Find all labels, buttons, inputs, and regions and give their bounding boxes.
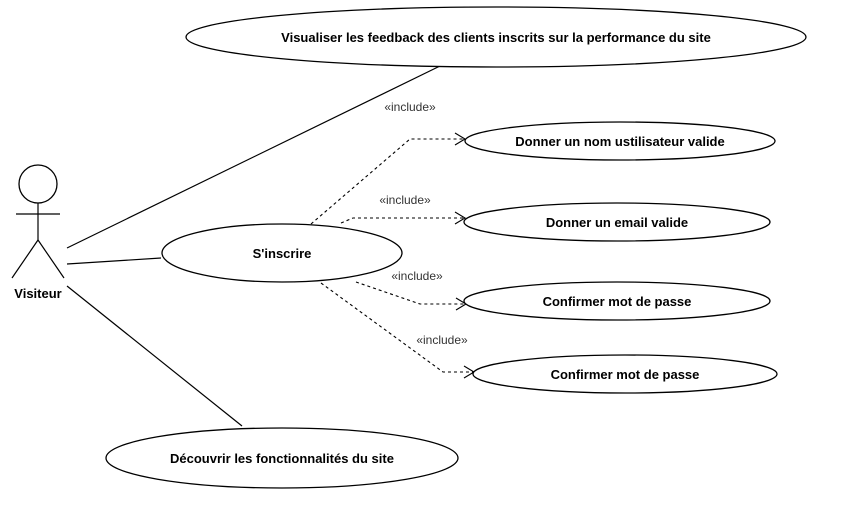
include-mot-de-passe-1: [355, 281, 468, 311]
use-case-mot-de-passe-1[interactable]: Confirmer mot de passe: [463, 281, 771, 321]
include-label-2: «include»: [379, 193, 431, 207]
association-inscrire: [66, 257, 162, 265]
use-case-mot-de-passe-2[interactable]: Confirmer mot de passe: [472, 354, 778, 394]
include-mot-de-passe-2: [320, 282, 476, 379]
actor-visiteur[interactable]: Visiteur: [11, 164, 65, 301]
use-case-nom-utilisateur[interactable]: Donner un nom ustilisateur valide: [464, 121, 776, 161]
use-case-visualiser[interactable]: Visualiser les feedback des clients insc…: [185, 6, 807, 68]
use-case-label: S'inscrire: [253, 246, 312, 261]
use-case-label: Donner un nom ustilisateur valide: [515, 134, 724, 149]
use-case-label: Donner un email valide: [546, 215, 688, 230]
association-visualiser: [66, 65, 441, 249]
include-label-3: «include»: [391, 269, 443, 283]
association-decouvrir: [66, 285, 243, 427]
use-case-label: Visualiser les feedback des clients insc…: [281, 30, 711, 45]
actor-left-leg: [11, 239, 39, 279]
include-label-1: «include»: [384, 100, 436, 114]
actor-head: [18, 164, 58, 204]
use-case-decouvrir[interactable]: Découvrir les fonctionnalités du site: [105, 427, 459, 489]
actor-right-leg: [37, 239, 65, 279]
include-label-4: «include»: [416, 333, 468, 347]
use-case-email[interactable]: Donner un email valide: [463, 202, 771, 242]
use-case-label: Confirmer mot de passe: [551, 367, 700, 382]
use-case-label: Confirmer mot de passe: [543, 294, 692, 309]
actor-label: Visiteur: [14, 286, 61, 301]
include-nom-utilisateur: [310, 132, 467, 225]
use-case-inscrire[interactable]: S'inscrire: [161, 223, 403, 283]
use-case-label: Découvrir les fonctionnalités du site: [170, 451, 394, 466]
include-email: [340, 211, 467, 225]
